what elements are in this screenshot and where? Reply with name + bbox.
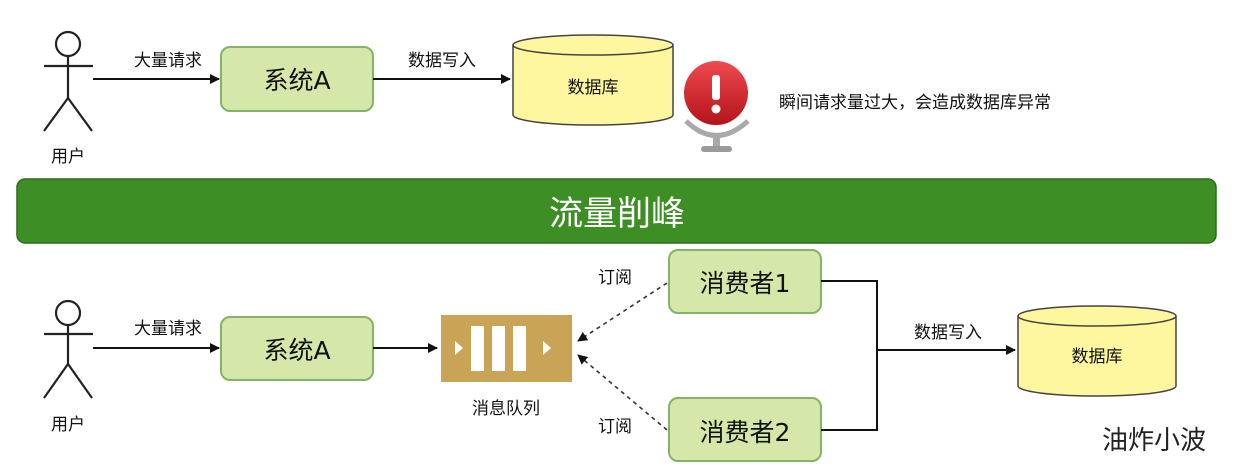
- banner-title: 流量削峰: [549, 194, 685, 234]
- bottom-user-stick-figure: [43, 299, 93, 399]
- alert-globe-icon: [684, 61, 750, 152]
- bottom-database-cylinder: 数据库: [1017, 305, 1177, 397]
- watermark: 油炸小波: [1102, 426, 1206, 456]
- bottom-system-a-label: 系统A: [263, 336, 330, 365]
- top-system-a-label: 系统A: [263, 66, 330, 95]
- write-connector: [821, 280, 1016, 431]
- message-queue-icon: [441, 315, 572, 382]
- top-system-a-box: 系统A: [220, 46, 374, 112]
- subscribe-arrow-1: [577, 282, 668, 342]
- consumer-2-box: 消费者2: [668, 397, 822, 462]
- bottom-write-label: 数据写入: [914, 323, 982, 343]
- top-database-cylinder: 数据库: [512, 34, 674, 126]
- warning-text: 瞬间请求量过大，会造成数据库异常: [779, 93, 1051, 113]
- consumer-1-label: 消费者1: [700, 269, 791, 298]
- bottom-system-a-box: 系统A: [220, 316, 374, 381]
- top-user-stick-figure: [43, 30, 93, 132]
- top-user-label: 用户: [51, 147, 85, 167]
- subscribe-label-2: 订阅: [598, 417, 632, 437]
- top-write-label: 数据写入: [408, 51, 476, 71]
- message-queue-label: 消息队列: [472, 399, 540, 419]
- bottom-user-label: 用户: [51, 415, 85, 435]
- bottom-request-label: 大量请求: [134, 319, 202, 339]
- subscribe-label-1: 订阅: [598, 268, 632, 288]
- consumer-1-box: 消费者1: [668, 249, 822, 314]
- bottom-database-label: 数据库: [1072, 347, 1123, 367]
- subscribe-arrow-2: [577, 354, 668, 431]
- banner: 流量削峰: [16, 178, 1217, 244]
- consumer-2-label: 消费者2: [700, 418, 791, 447]
- top-request-label: 大量请求: [134, 51, 202, 71]
- top-database-label: 数据库: [568, 78, 619, 98]
